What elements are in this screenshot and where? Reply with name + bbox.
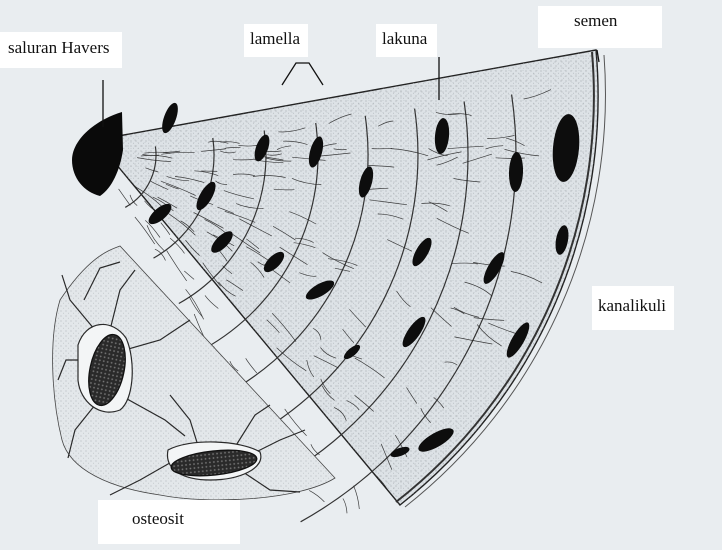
- label-lacuna: lakuna: [376, 24, 437, 57]
- label-lamella: lamella: [244, 24, 308, 57]
- label-cement: semen: [538, 6, 662, 48]
- label-haversian-canal: saluran Havers: [0, 32, 122, 68]
- label-osteocyte: osteosit: [98, 500, 240, 544]
- label-canaliculi: kanalikuli: [592, 286, 674, 330]
